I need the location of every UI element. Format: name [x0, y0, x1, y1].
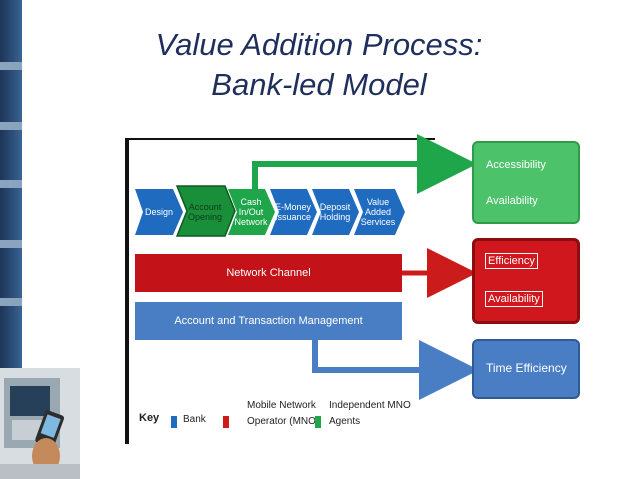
outcome-availability: Availability — [486, 195, 538, 207]
key-label: Key — [139, 412, 160, 424]
outcome-availability-red: Availability — [485, 291, 543, 307]
left-decorative-stripe — [0, 0, 22, 380]
diagram-shapes — [135, 134, 479, 400]
outcome-blue-box: Time Efficiency — [472, 339, 580, 399]
slide-title-line-1: Value Addition Process: — [155, 27, 483, 62]
chevron-label: Design — [144, 207, 173, 217]
outcome-red-box: Efficiency Availability — [472, 238, 580, 324]
diagram-frame-left — [125, 138, 129, 444]
stripe-divider — [0, 240, 22, 248]
account-management-bar — [135, 302, 402, 340]
legend-key: Key Bank Mobile Network Operator (MNO) I… — [125, 396, 485, 444]
network-channel-bar — [135, 254, 402, 292]
key-bank-label: Bank — [183, 414, 206, 425]
chevron-deposit — [312, 189, 359, 235]
chevron-label: Cash In/Out Network — [234, 197, 268, 227]
chevron-label: E-Money Issuance — [274, 202, 312, 222]
account-management-label: Account and Transaction Management — [174, 315, 363, 327]
atm-phone-photo — [0, 368, 80, 479]
network-channel-label: Network Channel — [226, 267, 311, 279]
chevron-e-money — [270, 189, 317, 235]
key-agents-line-2: Agents — [329, 416, 361, 427]
key-agents-swatch — [315, 416, 321, 428]
key-agents-line-1: Independent MNO — [329, 400, 411, 411]
green-arrow — [252, 134, 477, 194]
chevron-account-opening — [175, 185, 236, 237]
key-mno-swatch — [223, 416, 229, 428]
chevron-label: Value Added Services — [360, 197, 396, 227]
outcome-time-efficiency: Time Efficiency — [486, 361, 567, 375]
stripe-divider — [0, 122, 22, 130]
chevron-cash-network — [228, 189, 275, 235]
key-mno-line-2: Operator (MNO) — [247, 416, 320, 427]
key-mno-line-1: Mobile Network — [247, 400, 316, 411]
outcome-accessibility: Accessibility — [486, 159, 546, 171]
outcome-efficiency: Efficiency — [485, 253, 538, 269]
stripe-divider — [0, 180, 22, 188]
diagram-frame-top — [125, 138, 435, 140]
stripe-divider — [0, 298, 22, 306]
chevron-label: Account Opening — [187, 202, 223, 222]
slide-title-line-2: Bank-led Model — [211, 67, 427, 102]
value-chain-diagram: Design Account Opening Cash In/Out Netwo… — [125, 134, 580, 452]
chevron-design — [135, 189, 183, 235]
blue-arrow — [312, 340, 479, 400]
key-bank-swatch — [171, 416, 177, 428]
outcome-green-box: Accessibility Availability — [472, 141, 580, 224]
stripe-divider — [0, 62, 22, 70]
chevron-label: Deposit Holding — [319, 202, 351, 222]
chevron-value-added — [354, 189, 405, 235]
